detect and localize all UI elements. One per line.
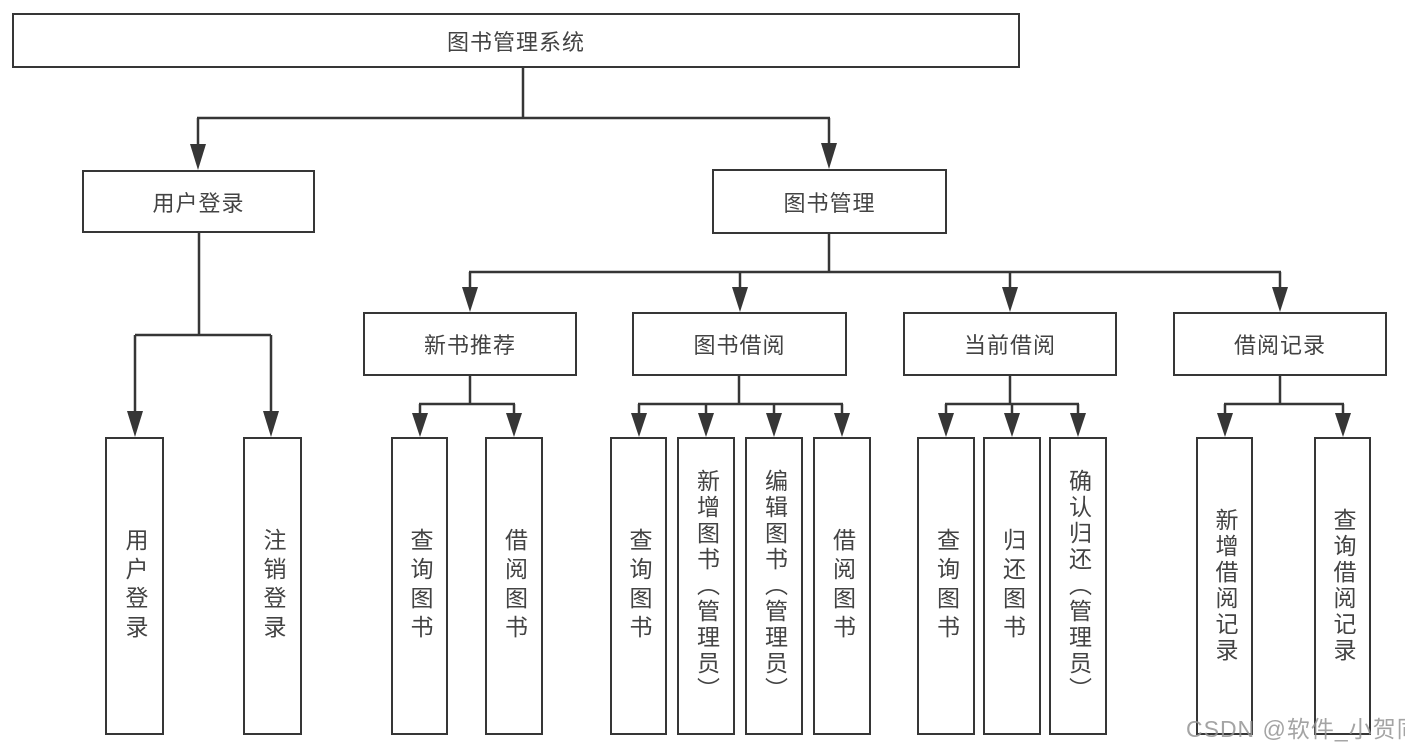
leaf-borrow-books-label: 借阅图书 [829, 528, 856, 644]
arrowhead-leaf-b1 [412, 413, 428, 437]
leaf-logout: 注销登录 [243, 437, 302, 735]
leaf-edit-books-admin-label: 编辑图书（管理员） [761, 469, 788, 703]
leaf-confirm-return-admin: 确认归还（管理员） [1049, 437, 1107, 735]
arrowhead-leaf-a2 [263, 411, 279, 437]
arrowhead-leaf-c3 [766, 413, 782, 437]
arrowhead-book-management [821, 143, 837, 169]
node-borrow-record-label: 借阅记录 [1233, 333, 1326, 358]
leaf-query-books-borrow-label: 查询图书 [626, 528, 652, 644]
node-new-book-recommend-label: 新书推荐 [423, 333, 516, 358]
leaf-add-borrow-record: 新增借阅记录 [1196, 437, 1253, 735]
node-book-borrow: 图书借阅 [632, 312, 847, 376]
node-borrow-record: 借阅记录 [1173, 312, 1387, 376]
csdn-watermark: CSDN @软件_小贺同学 [1186, 716, 1405, 742]
node-root-label: 图书管理系统 [446, 29, 585, 55]
node-book-management-label: 图书管理 [783, 190, 876, 216]
node-current-borrow: 当前借阅 [903, 312, 1117, 376]
arrowhead-leaf-d2 [1004, 413, 1020, 437]
node-root: 图书管理系统 [12, 13, 1020, 68]
node-book-borrow-label: 图书借阅 [693, 333, 786, 358]
arrowhead-leaf-a1 [127, 411, 143, 437]
leaf-user-login: 用户登录 [105, 437, 164, 735]
leaf-add-books-admin-label: 新增图书（管理员） [693, 469, 720, 703]
arrowhead-current-borrow [1002, 287, 1018, 312]
node-book-management: 图书管理 [712, 169, 947, 234]
leaf-borrow-books-recommend: 借阅图书 [485, 437, 543, 735]
arrowhead-leaf-d1 [938, 413, 954, 437]
arrowhead-new-book [462, 287, 478, 312]
arrowheads [127, 143, 1351, 437]
arrowhead-borrow-record [1272, 287, 1288, 312]
node-current-borrow-label: 当前借阅 [963, 333, 1056, 358]
arrowhead-user-login [190, 144, 206, 170]
arrowhead-leaf-c1 [631, 413, 647, 437]
arrowhead-book-borrow [732, 287, 748, 312]
arrowhead-leaf-b2 [506, 413, 522, 437]
arrowhead-leaf-e1 [1217, 413, 1233, 437]
leaf-return-books: 归还图书 [983, 437, 1041, 735]
arrowhead-leaf-d3 [1070, 413, 1086, 437]
leaf-edit-books-admin: 编辑图书（管理员） [745, 437, 803, 735]
node-new-book-recommend: 新书推荐 [363, 312, 577, 376]
leaf-query-books-recommend: 查询图书 [391, 437, 448, 735]
node-user-login-label: 用户登录 [152, 190, 245, 216]
leaf-user-login-label: 用户登录 [122, 528, 148, 644]
leaf-confirm-return-admin-label: 确认归还（管理员） [1065, 469, 1092, 703]
arrowhead-leaf-c4 [834, 413, 850, 437]
leaf-return-books-label: 归还图书 [999, 528, 1026, 644]
leaf-borrow-books-recommend-label: 借阅图书 [501, 528, 528, 644]
leaf-query-borrow-record: 查询借阅记录 [1314, 437, 1371, 735]
leaf-query-books-recommend-label: 查询图书 [407, 528, 433, 644]
arrowhead-leaf-c2 [698, 413, 714, 437]
leaf-query-books-current: 查询图书 [917, 437, 975, 735]
arrowhead-leaf-e2 [1335, 413, 1351, 437]
leaf-logout-label: 注销登录 [260, 528, 286, 644]
leaf-borrow-books: 借阅图书 [813, 437, 871, 735]
node-user-login: 用户登录 [82, 170, 315, 233]
leaf-add-borrow-record-label: 新增借阅记录 [1212, 508, 1238, 664]
leaf-query-books-current-label: 查询图书 [933, 528, 960, 644]
leaf-query-borrow-record-label: 查询借阅记录 [1330, 508, 1356, 664]
leaf-add-books-admin: 新增图书（管理员） [677, 437, 735, 735]
leaf-query-books-borrow: 查询图书 [610, 437, 667, 735]
